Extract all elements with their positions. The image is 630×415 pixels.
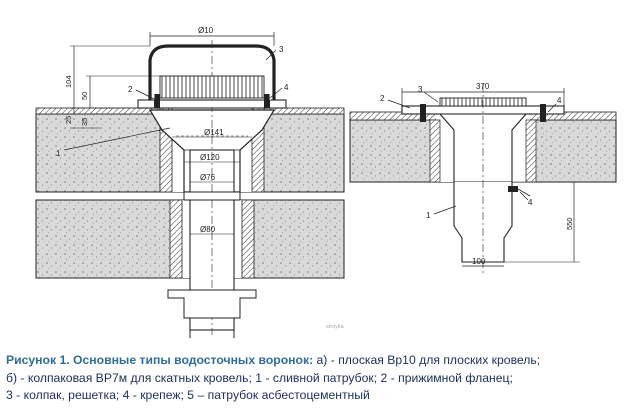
right-callout-4a: 4 — [557, 96, 562, 105]
left-callout-2: 2 — [128, 85, 133, 94]
drawing-area: Ø10 104 50 25 35 Ø141 Ø120 Ø76 Ø80 2 3 4… — [35, 26, 617, 338]
left-cap — [148, 44, 276, 100]
figure-caption: Рисунок 1. Основные типы водосточных вор… — [6, 352, 626, 405]
dim-h25: 25 — [64, 116, 73, 124]
caption-line-1: Рисунок 1. Основные типы водосточных вор… — [6, 352, 626, 370]
dim-w100: 100 — [472, 257, 486, 266]
dim-d141: Ø141 — [204, 128, 224, 137]
right-drawing: 370 100 550 2 3 4 4 1 — [349, 82, 617, 276]
dim-h50: 50 — [80, 92, 89, 100]
dim-d10: Ø10 — [198, 26, 214, 35]
caption-line-3: 3 - колпак, решетка; 4 - крепеж; 5 – пат… — [6, 388, 370, 402]
left-bolt-2 — [264, 94, 270, 108]
left-callout-4: 4 — [284, 83, 289, 92]
dim-d120: Ø120 — [200, 153, 220, 162]
dim-h104: 104 — [64, 75, 73, 88]
left-drawing: Ø10 104 50 25 35 Ø141 Ø120 Ø76 Ø80 2 3 4… — [35, 26, 345, 338]
technical-drawing: Ø10 104 50 25 35 Ø141 Ø120 Ø76 Ø80 2 3 4… — [35, 26, 617, 338]
dim-w370: 370 — [476, 82, 490, 91]
right-callout-3: 3 — [418, 85, 423, 94]
left-clamp-flange — [137, 99, 287, 109]
right-bolt-2 — [540, 104, 546, 122]
left-bolt-1 — [154, 94, 160, 108]
right-bolt-1 — [420, 104, 426, 122]
dim-d76: Ø76 — [200, 173, 216, 182]
left-callout-1: 1 — [56, 149, 61, 158]
right-callout-2: 2 — [380, 94, 385, 103]
right-callout-4b: 4 — [528, 198, 533, 207]
left-callout-3: 3 — [279, 45, 284, 54]
dim-d80: Ø80 — [200, 225, 216, 234]
caption-line-1-rest: а) - плоская Вр10 для плоских кровель; — [313, 353, 541, 367]
caption-lead: Рисунок 1. Основные типы водосточных вор… — [6, 353, 314, 367]
dim-h35: 35 — [80, 118, 89, 126]
dim-h550: 550 — [565, 217, 574, 230]
caption-line-2: б) - колпаковая ВР7м для скатных кровель… — [6, 370, 513, 385]
watermark: stroyka — [326, 324, 345, 330]
right-callout-1: 1 — [426, 211, 431, 220]
left-grate — [159, 75, 265, 99]
